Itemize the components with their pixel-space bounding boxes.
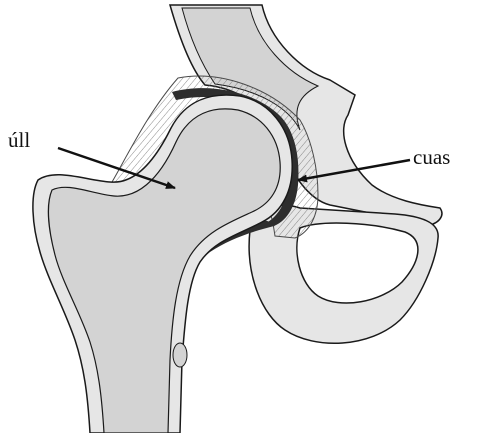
label-ull: úll [8,130,30,151]
label-cuas: cuas [413,147,450,168]
